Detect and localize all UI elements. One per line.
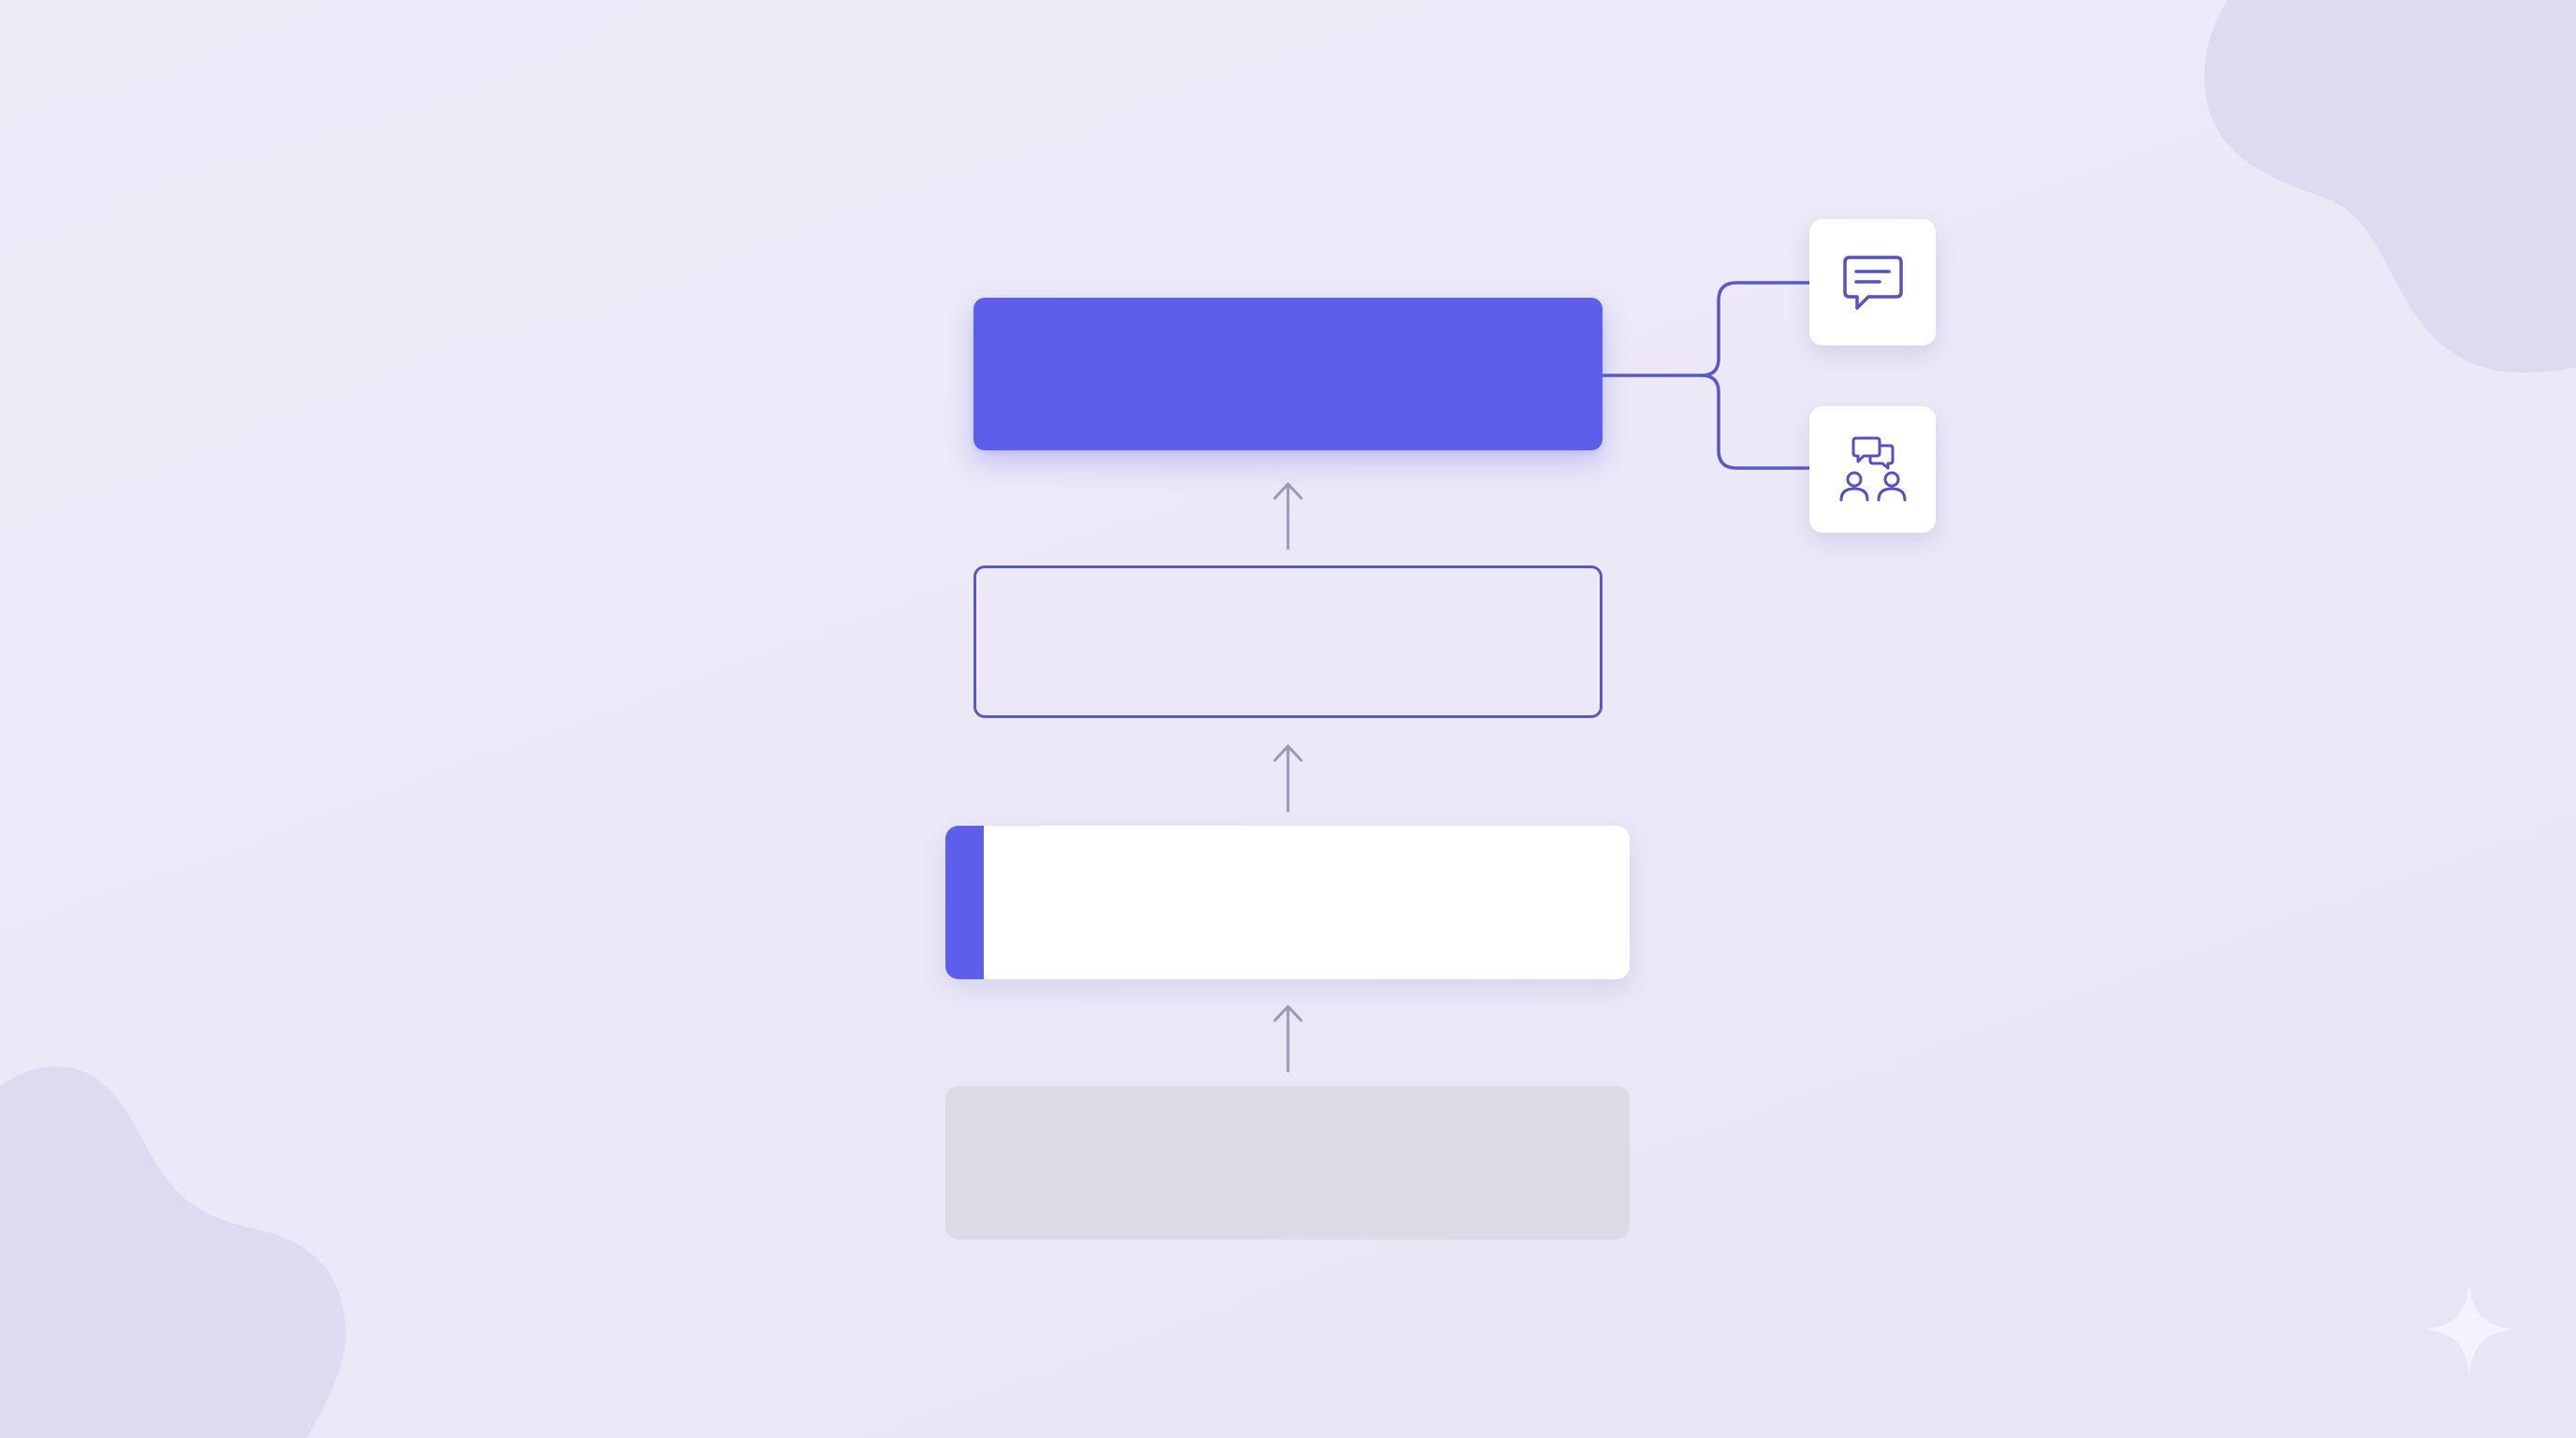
discussion-icon-card xyxy=(1809,406,1936,533)
base-layer-block xyxy=(945,1086,1630,1240)
outlined-layer-block xyxy=(973,565,1603,718)
chat-bubble-icon xyxy=(1842,255,1903,310)
card-layer-block xyxy=(945,826,1630,979)
up-arrow-icon xyxy=(1273,482,1303,550)
branch-connector xyxy=(1603,281,1812,470)
group-discussion-icon xyxy=(1839,436,1906,501)
sparkle-icon xyxy=(2424,1284,2514,1374)
up-arrow-icon xyxy=(1273,744,1303,813)
decorative-blob-bottom-left xyxy=(0,1066,346,1438)
chat-icon-card xyxy=(1809,219,1936,345)
card-accent-bar xyxy=(945,826,984,979)
up-arrow-icon xyxy=(1273,1005,1303,1073)
top-layer-block xyxy=(973,298,1603,450)
decorative-blob-top-right xyxy=(2204,0,2576,374)
